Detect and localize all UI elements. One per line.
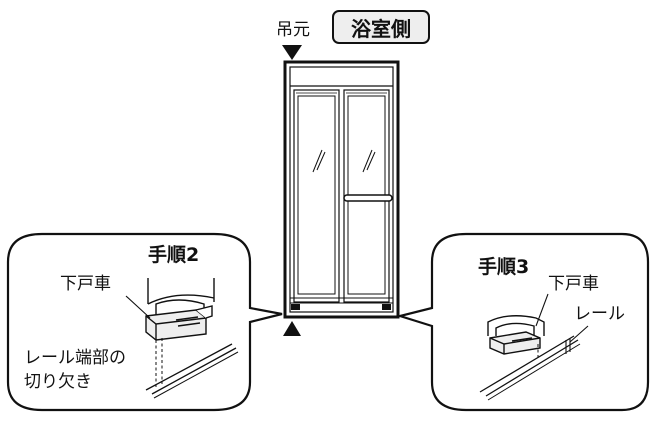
right-detail-drawing [479,293,589,401]
left-notch-label-line2: 切り欠き [24,372,92,392]
hanger-down-triangle [282,45,302,60]
hanger-label: 吊元 [276,20,310,40]
left-panel [293,89,340,303]
pivot-up-triangle [283,321,301,336]
right-roller-label: 下戸車 [548,274,599,294]
door-handle [343,194,393,202]
door-outer-frame [283,60,400,319]
left-notch-label-line1: レール端部の [24,348,126,368]
left-roller-label: 下戸車 [60,274,111,294]
left-step-title: 手順2 [148,244,200,266]
right-rail-label: レール [574,304,625,324]
bathroom-side-badge: 浴室側 [332,10,430,44]
right-step-title: 手順3 [478,256,530,278]
right-bottom-roller [382,304,391,310]
folding-door [283,60,400,319]
door-inner-frame [289,66,394,313]
callout-right-bubble [395,232,650,412]
glass-reflection-left [312,149,326,173]
left-bottom-roller [291,304,300,310]
left-glass [297,95,336,295]
glass-reflection-right [362,149,376,173]
left-detail-drawing [125,278,239,399]
